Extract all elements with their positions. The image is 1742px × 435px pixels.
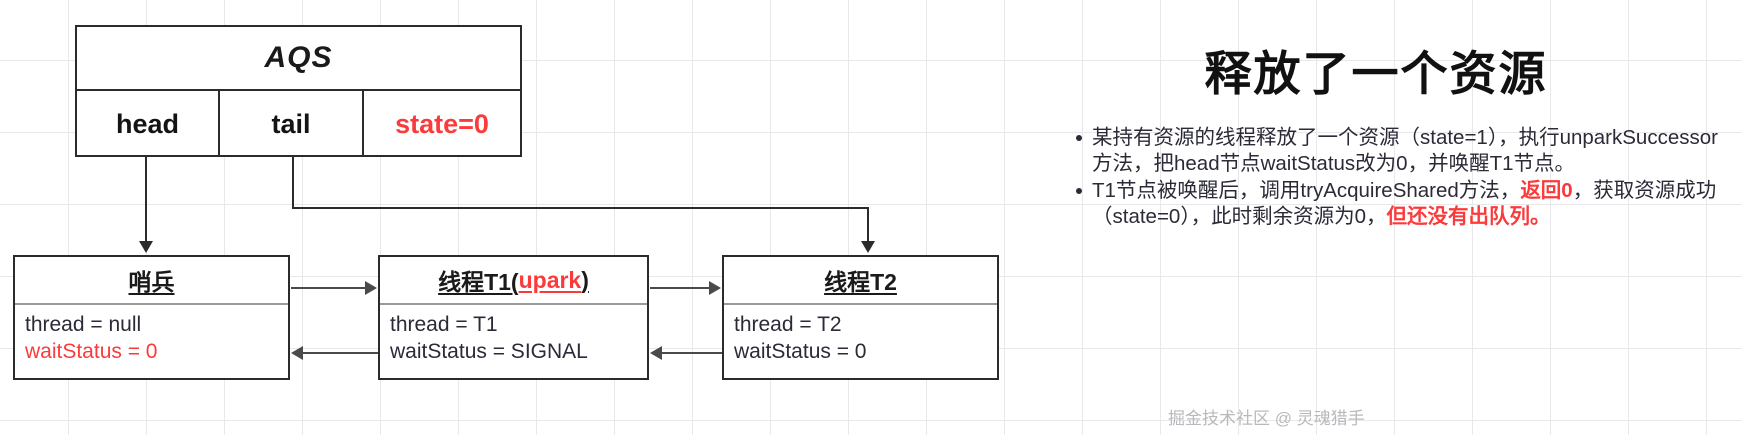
node-t1-divider <box>380 303 647 305</box>
arrowhead-t1-to-t2 <box>709 281 721 295</box>
node-t2-header-label: 线程T2 <box>824 269 897 295</box>
node-thread-t1: 线程T1(upark) thread = T1 waitStatus = SIG… <box>378 255 649 380</box>
node-t1-header-accent: upark <box>518 266 582 293</box>
panel-bullet-1: 某持有资源的线程释放了一个资源（state=1），执行unparkSuccess… <box>1076 125 1732 176</box>
node-t1-body: thread = T1 waitStatus = SIGNAL <box>380 305 647 369</box>
arrowhead-t1-to-sentinel-prev <box>291 346 303 360</box>
watermark: 掘金技术社区 @ 灵魂猎手 <box>1168 409 1365 428</box>
node-t1-header-suffix: ) <box>581 266 589 293</box>
explanation-panel: 释放了一个资源 某持有资源的线程释放了一个资源（state=1），执行unpar… <box>1020 45 1732 231</box>
panel-bullet-2-seg1: T1节点被唤醒后，调用tryAcquireShared方法， <box>1092 179 1521 202</box>
node-sentinel-header: 哨兵 <box>15 257 288 303</box>
aqs-field-state: state=0 <box>362 91 520 157</box>
aqs-title: AQS <box>264 41 333 74</box>
panel-bullet-2-seg2: 返回0 <box>1520 179 1573 202</box>
panel-bullet-2-seg3: ，获取资源成功（state=0），此时剩余资源为0， <box>1092 179 1717 228</box>
node-t1-header-label: 线程T1( <box>438 269 519 295</box>
connector-sentinel-to-t1 <box>291 287 366 289</box>
node-t1-waitstatus: waitStatus = SIGNAL <box>390 340 588 363</box>
panel-bullet-2-seg4: 但还没有出队列。 <box>1386 204 1551 228</box>
panel-bullet-list: 某持有资源的线程释放了一个资源（state=1），执行unparkSuccess… <box>1020 125 1732 229</box>
panel-bullet-1-text: 某持有资源的线程释放了一个资源（state=1），执行unparkSuccess… <box>1092 126 1718 175</box>
node-t2-thread: thread = T2 <box>734 313 842 336</box>
connector-tail-to-t2-vertical <box>867 207 869 241</box>
panel-bullet-2: T1节点被唤醒后，调用tryAcquireShared方法，返回0，获取资源成功… <box>1076 178 1732 229</box>
node-sentinel-divider <box>15 303 288 305</box>
connector-tail-down <box>292 157 294 208</box>
connector-t1-to-sentinel-prev <box>303 352 378 354</box>
node-t1-thread: thread = T1 <box>390 313 498 336</box>
node-t2-divider <box>724 303 997 305</box>
panel-title: 释放了一个资源 <box>1204 47 1548 100</box>
aqs-box: AQS head tail state=0 <box>75 25 522 157</box>
node-sentinel: 哨兵 thread = null waitStatus = 0 <box>13 255 290 380</box>
node-sentinel-body: thread = null waitStatus = 0 <box>15 305 288 369</box>
connector-t1-to-t2 <box>650 287 710 289</box>
node-t2-waitstatus: waitStatus = 0 <box>734 340 867 363</box>
aqs-field-head: head <box>115 108 180 139</box>
arrowhead-t2-to-t1-prev <box>650 346 662 360</box>
connector-head-to-sentinel-vertical <box>145 157 147 241</box>
arrowhead-head-to-sentinel <box>139 241 153 253</box>
connector-tail-across <box>292 207 869 209</box>
connector-t2-to-t1-prev <box>662 352 722 354</box>
node-sentinel-header-label: 哨兵 <box>128 269 175 295</box>
arrowhead-sentinel-to-t1 <box>365 281 377 295</box>
node-t2-header: 线程T2 <box>724 257 997 303</box>
aqs-fields-row: head tail state=0 <box>77 89 520 157</box>
aqs-field-tail: tail <box>218 91 362 157</box>
node-t1-header: 线程T1(upark) <box>380 257 647 303</box>
node-sentinel-waitstatus: waitStatus = 0 <box>25 340 158 363</box>
node-thread-t2: 线程T2 thread = T2 waitStatus = 0 <box>722 255 999 380</box>
node-sentinel-thread: thread = null <box>25 313 142 336</box>
arrowhead-tail-to-t2 <box>861 241 875 253</box>
node-t2-body: thread = T2 waitStatus = 0 <box>724 305 997 369</box>
